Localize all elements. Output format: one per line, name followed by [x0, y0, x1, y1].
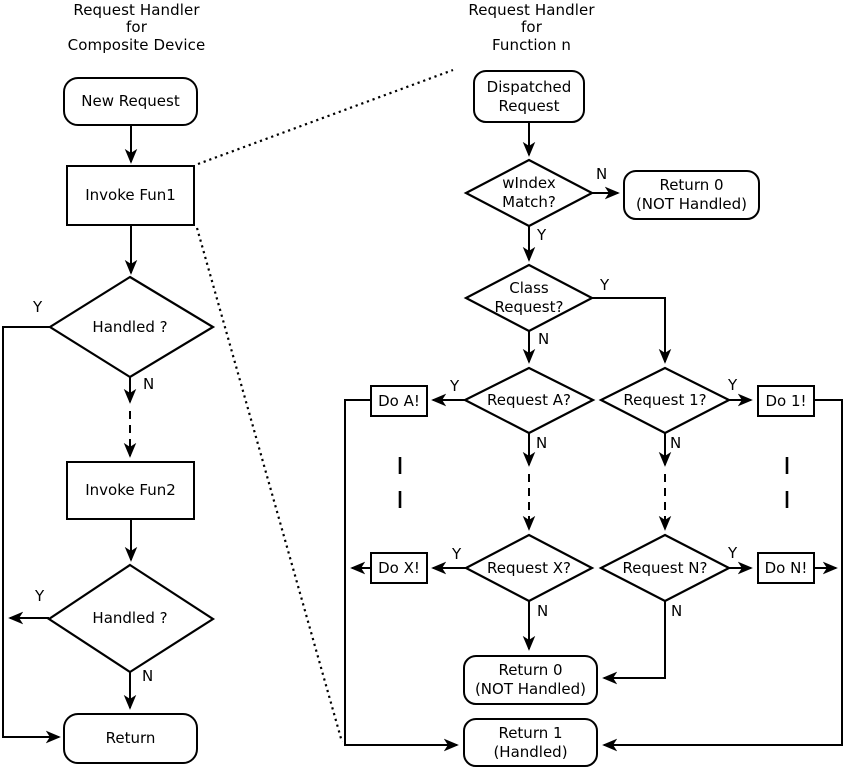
right-diagram-wires	[344, 123, 843, 752]
node-do-n: Do N!	[757, 552, 815, 584]
node-return-0-not-handled-bottom: Return 0 (NOT Handled)	[463, 655, 598, 705]
decision-request-1-label: Request 1?	[623, 390, 707, 409]
decision-request-x	[463, 533, 595, 603]
left-diagram-title: Request Handler for Composite Device	[67, 1, 206, 54]
decision-request-x-label: Request X?	[487, 558, 571, 577]
node-return: Return	[63, 713, 198, 764]
label-n-request-n: N	[671, 602, 683, 620]
decision-class-request	[463, 263, 595, 333]
label-y-class-request: Y	[600, 276, 610, 294]
node-invoke-fun1: Invoke Fun1	[66, 165, 195, 226]
node-return-0-not-handled-top: Return 0 (NOT Handled)	[623, 170, 760, 220]
left-diagram-wires	[2, 125, 138, 744]
node-dispatched-request: Dispatched Request	[473, 70, 585, 123]
decision-windex-match-label: wIndex Match?	[502, 174, 556, 211]
node-new-request: New Request	[63, 77, 198, 126]
label-n-windex-match: N	[596, 165, 608, 183]
decision-windex-match	[463, 158, 595, 228]
node-do-x: Do X!	[370, 552, 428, 584]
ellipsis-marks	[398, 457, 789, 508]
label-n-handled-1: N	[143, 375, 155, 393]
label-n-request-1: N	[670, 434, 682, 452]
decision-handled-2-label: Handled ?	[92, 608, 168, 627]
right-diagram-title: Request Handler for Function n	[468, 1, 595, 54]
label-y-handled-2: Y	[35, 587, 45, 605]
label-n-request-x: N	[537, 602, 549, 620]
node-do-a: Do A!	[370, 385, 428, 417]
decision-handled-2	[47, 563, 216, 674]
label-y-request-x: Y	[452, 545, 462, 563]
decision-handled-1	[47, 275, 216, 379]
expansion-dotted-lines	[195, 68, 454, 743]
label-y-request-n: Y	[728, 544, 738, 562]
decision-class-request-label: Class Request?	[494, 279, 564, 316]
label-n-handled-2: N	[142, 667, 154, 685]
label-n-request-a: N	[536, 434, 548, 452]
decision-request-n	[598, 533, 732, 603]
label-n-class-request: N	[538, 330, 550, 348]
node-return-1-handled: Return 1 (Handled)	[463, 718, 598, 767]
decision-handled-1-label: Handled ?	[92, 317, 168, 336]
decision-request-n-label: Request N?	[622, 558, 708, 577]
decision-request-a-label: Request A?	[487, 390, 571, 409]
node-do-1: Do 1!	[757, 385, 815, 417]
node-invoke-fun2: Invoke Fun2	[66, 461, 195, 520]
label-y-request-a: Y	[450, 377, 460, 395]
label-y-windex-match: Y	[537, 226, 547, 244]
decision-request-a	[462, 366, 596, 435]
label-y-request-1: Y	[728, 376, 738, 394]
label-y-handled-1: Y	[33, 298, 43, 316]
decision-request-1	[598, 366, 732, 435]
